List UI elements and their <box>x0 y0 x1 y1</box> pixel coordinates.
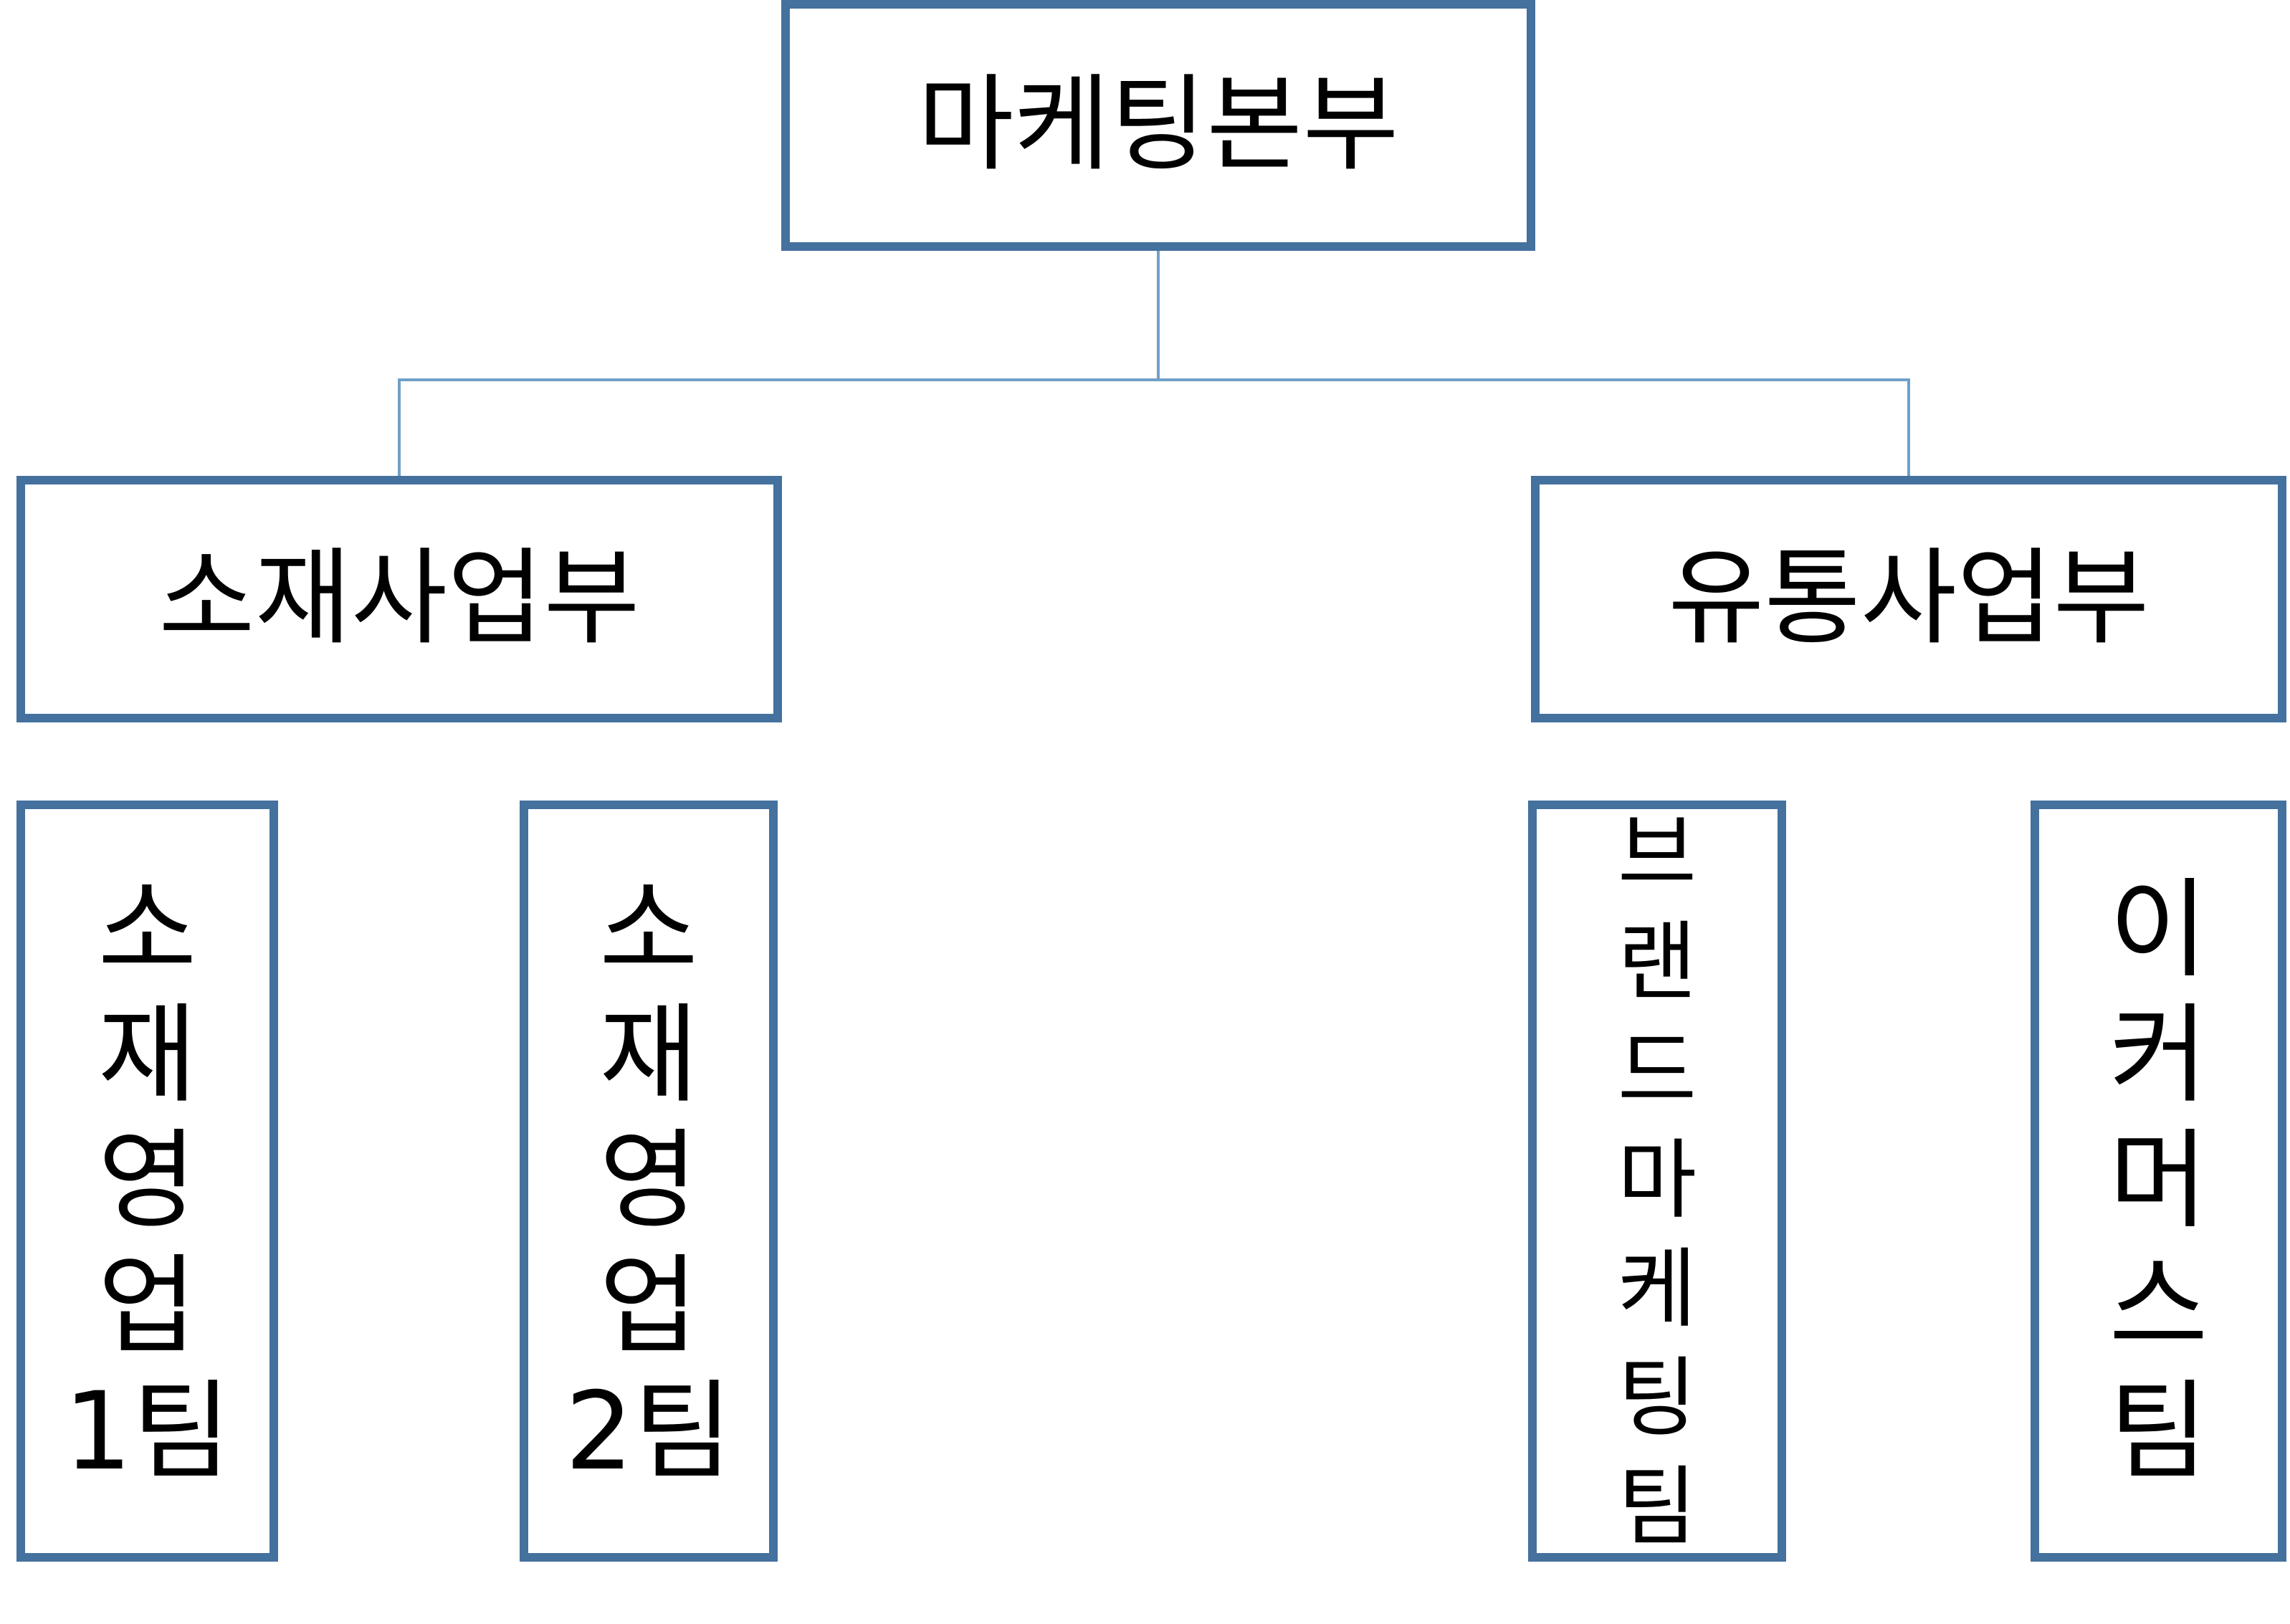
team-line: 케 <box>1617 1240 1697 1339</box>
node-materials-division: 소재사업부 <box>16 476 782 722</box>
team-line: 드 <box>1617 1022 1697 1122</box>
team-line: 업 <box>97 1243 197 1369</box>
team-line: 팀 <box>1617 1458 1697 1557</box>
team-line: 머 <box>2109 1118 2208 1243</box>
connector-drop-left <box>398 378 401 476</box>
node-marketing-hq: 마케팅본부 <box>781 0 1535 251</box>
team-line: 소 <box>97 867 197 993</box>
connector-horizontal-bar <box>398 378 1910 381</box>
team-line: 소 <box>598 867 698 993</box>
node-materials-sales-team2: 소 재 영 업 2팀 <box>520 801 778 1562</box>
team-line: 랜 <box>1617 913 1697 1013</box>
node-materials-sales-team1: 소 재 영 업 1팀 <box>16 801 278 1562</box>
team-line: 팀 <box>2109 1369 2208 1494</box>
team-line: 재 <box>97 993 197 1118</box>
team-line: 영 <box>97 1118 197 1243</box>
node-marketing-hq-label: 마케팅본부 <box>917 64 1399 186</box>
connector-root-stem <box>1157 251 1160 380</box>
team-line: 재 <box>598 993 698 1118</box>
node-materials-division-label: 소재사업부 <box>158 538 640 660</box>
node-brand-marketing-team: 브 랜 드 마 케 팅 팀 <box>1528 801 1786 1562</box>
team-line: 이 <box>2109 867 2208 993</box>
team-line: 업 <box>598 1243 698 1369</box>
team-line: 스 <box>2109 1243 2208 1369</box>
team-line: 영 <box>598 1118 698 1243</box>
team-line: 커 <box>2109 993 2208 1118</box>
team-line: 마 <box>1617 1131 1697 1231</box>
team-line: 팅 <box>1617 1349 1697 1448</box>
team-line: 2팀 <box>565 1369 733 1494</box>
connector-drop-right <box>1907 378 1910 476</box>
team-line: 브 <box>1617 804 1697 904</box>
node-ecommerce-team: 이 커 머 스 팀 <box>2031 801 2286 1562</box>
node-distribution-division-label: 유통사업부 <box>1668 538 2150 660</box>
node-distribution-division: 유통사업부 <box>1531 476 2286 722</box>
team-line: 1팀 <box>63 1369 232 1494</box>
